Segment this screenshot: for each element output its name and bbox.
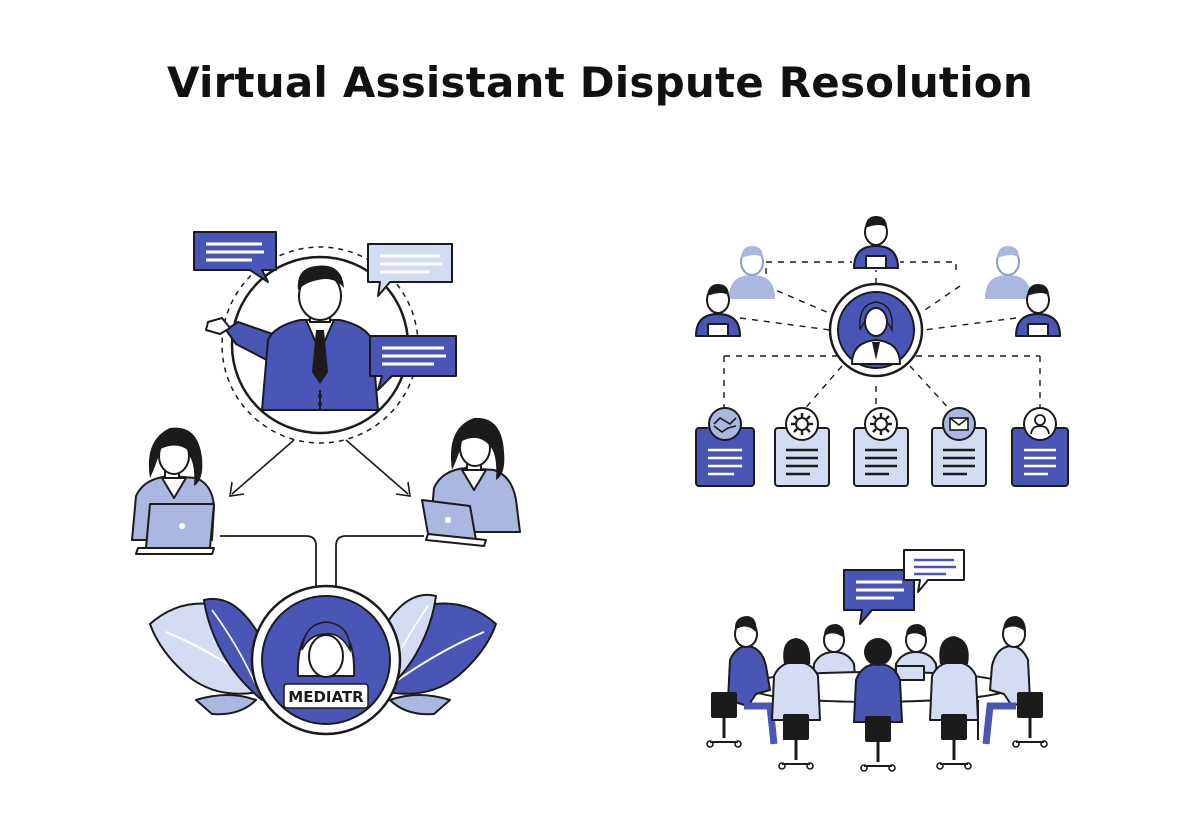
envelope-icon — [949, 417, 969, 431]
document-gear-a — [774, 407, 830, 487]
gear-icon — [791, 413, 813, 435]
virtual-assistant-figure — [205, 265, 379, 411]
mediator-avatar — [296, 621, 356, 678]
flow-arrows — [229, 439, 411, 497]
mediator-badge-label: MEDIATR — [288, 688, 364, 706]
document-user — [1011, 407, 1069, 487]
agent-network — [695, 215, 1069, 487]
mediator-badge — [283, 683, 369, 709]
speech-bubble-dark — [193, 231, 277, 283]
meeting-person-left — [705, 616, 778, 749]
party-woman-left — [131, 427, 215, 555]
document-gear-b — [853, 407, 909, 487]
agent-top — [852, 215, 900, 270]
team-meeting — [705, 549, 1049, 773]
user-icon — [1030, 414, 1050, 435]
connector-left — [220, 535, 317, 586]
meeting-person-front-3 — [929, 636, 979, 771]
handshake-icon — [713, 416, 737, 433]
agent-upper-right — [985, 245, 1031, 299]
central-agent-avatar — [851, 301, 901, 365]
party-woman-right — [421, 417, 521, 547]
meeting-bubble-light — [903, 549, 965, 593]
document-envelope — [931, 407, 987, 487]
agent-upper-left — [729, 245, 775, 299]
meeting-person-front-2 — [853, 638, 903, 773]
agent-right — [1015, 283, 1061, 337]
document-handshake — [695, 407, 755, 487]
gear-icon — [870, 413, 892, 435]
speech-bubble-dark-right — [369, 335, 457, 391]
mediation-flow: MEDIATR — [131, 231, 521, 736]
page-title: Virtual Assistant Dispute Resolution — [167, 58, 1033, 107]
connector-right — [335, 535, 424, 586]
meeting-person-front-1 — [771, 638, 821, 771]
agent-left — [695, 283, 741, 337]
speech-bubble-light — [367, 243, 453, 297]
meeting-person-right — [982, 616, 1049, 749]
